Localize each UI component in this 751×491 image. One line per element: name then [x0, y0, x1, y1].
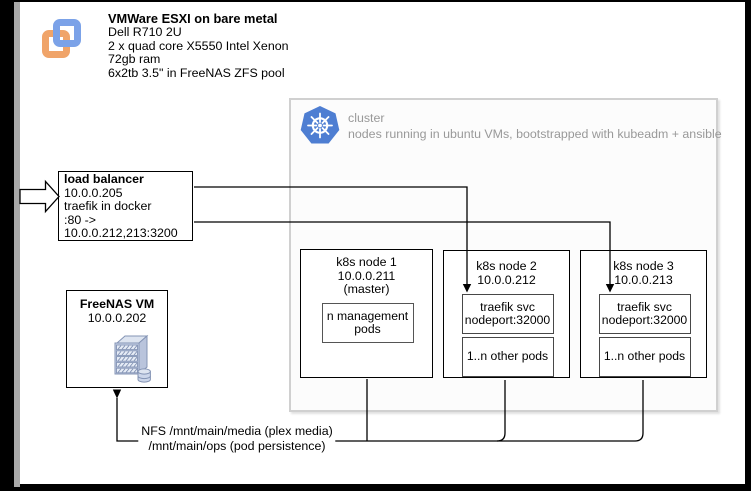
freenas-vm-box: FreeNAS VM 10.0.0.202: [66, 290, 168, 388]
left-gutter: [14, 2, 20, 487]
host-spec-line: 2 x quad core X5550 Intel Xenon: [108, 38, 289, 53]
host-spec-line: 72gb ram: [108, 52, 161, 67]
vmware-icon-blue-square: [53, 19, 81, 47]
node-ip: 10.0.0.211: [337, 268, 396, 283]
host-info: VMWare ESXI on bare metal Dell R710 2U 2…: [108, 12, 289, 80]
nas-storage-icon: [114, 334, 151, 383]
freenas-title: FreeNAS VM: [79, 297, 155, 311]
nfs-media-path: NFS /mnt/main/media (plex media): [141, 424, 333, 438]
load-balancer-box: load balancer 10.0.0.205 traefik in dock…: [58, 171, 193, 241]
load-balancer-runtime: traefik in docker: [64, 199, 152, 213]
kubernetes-icon: [300, 106, 340, 144]
freenas-ip: 10.0.0.202: [87, 311, 147, 325]
node-title: k8s node 1 10.0.0.211 (master): [301, 255, 432, 297]
cluster-subtitle: nodes running in ubuntu VMs, bootstrappe…: [348, 126, 722, 141]
load-balancer-targets: 10.0.0.212,213:3200: [64, 226, 178, 240]
k8s-node-2-box: k8s node 2 10.0.0.212 traefik svc nodepo…: [443, 250, 570, 378]
k8s-node-3-box: k8s node 3 10.0.0.213 traefik svc nodepo…: [580, 250, 707, 378]
nfs-ops-path: /mnt/main/ops (pod persistence): [148, 438, 326, 453]
node-title: k8s node 3 10.0.0.213: [581, 259, 706, 287]
load-balancer-ip: 10.0.0.205: [64, 185, 123, 200]
node-ip: 10.0.0.212: [477, 272, 536, 287]
traefik-svc-box: traefik svc nodeport:32000: [598, 294, 691, 334]
cluster-title: cluster: [348, 111, 385, 125]
other-pods-box: 1..n other pods: [461, 337, 554, 377]
node-name: k8s node 2: [476, 259, 537, 273]
node-title: k8s node 2 10.0.0.212: [444, 259, 569, 287]
cluster-label: cluster nodes running in ubuntu VMs, boo…: [348, 111, 722, 142]
node-role: (master): [343, 282, 390, 296]
node-name: k8s node 1: [336, 255, 397, 269]
management-pods-box: n management pods: [321, 303, 414, 343]
vmware-icon: [41, 19, 83, 61]
nfs-mount-label: NFS /mnt/main/media (plex media) /mnt/ma…: [138, 424, 336, 454]
load-balancer-port-map: :80 ->: [64, 212, 97, 227]
traefik-svc-box: traefik svc nodeport:32000: [461, 294, 554, 334]
k8s-node-1-box: k8s node 1 10.0.0.211 (master) n managem…: [300, 249, 433, 378]
host-spec-line: Dell R710 2U: [108, 25, 182, 40]
node-name: k8s node 3: [613, 259, 674, 273]
host-spec-line: 6x2tb 3.5" in FreeNAS ZFS pool: [108, 65, 285, 80]
host-title: VMWare ESXI on bare metal: [108, 11, 278, 26]
node-ip: 10.0.0.213: [614, 272, 673, 287]
load-balancer-title: load balancer: [64, 172, 144, 186]
other-pods-box: 1..n other pods: [598, 337, 691, 377]
